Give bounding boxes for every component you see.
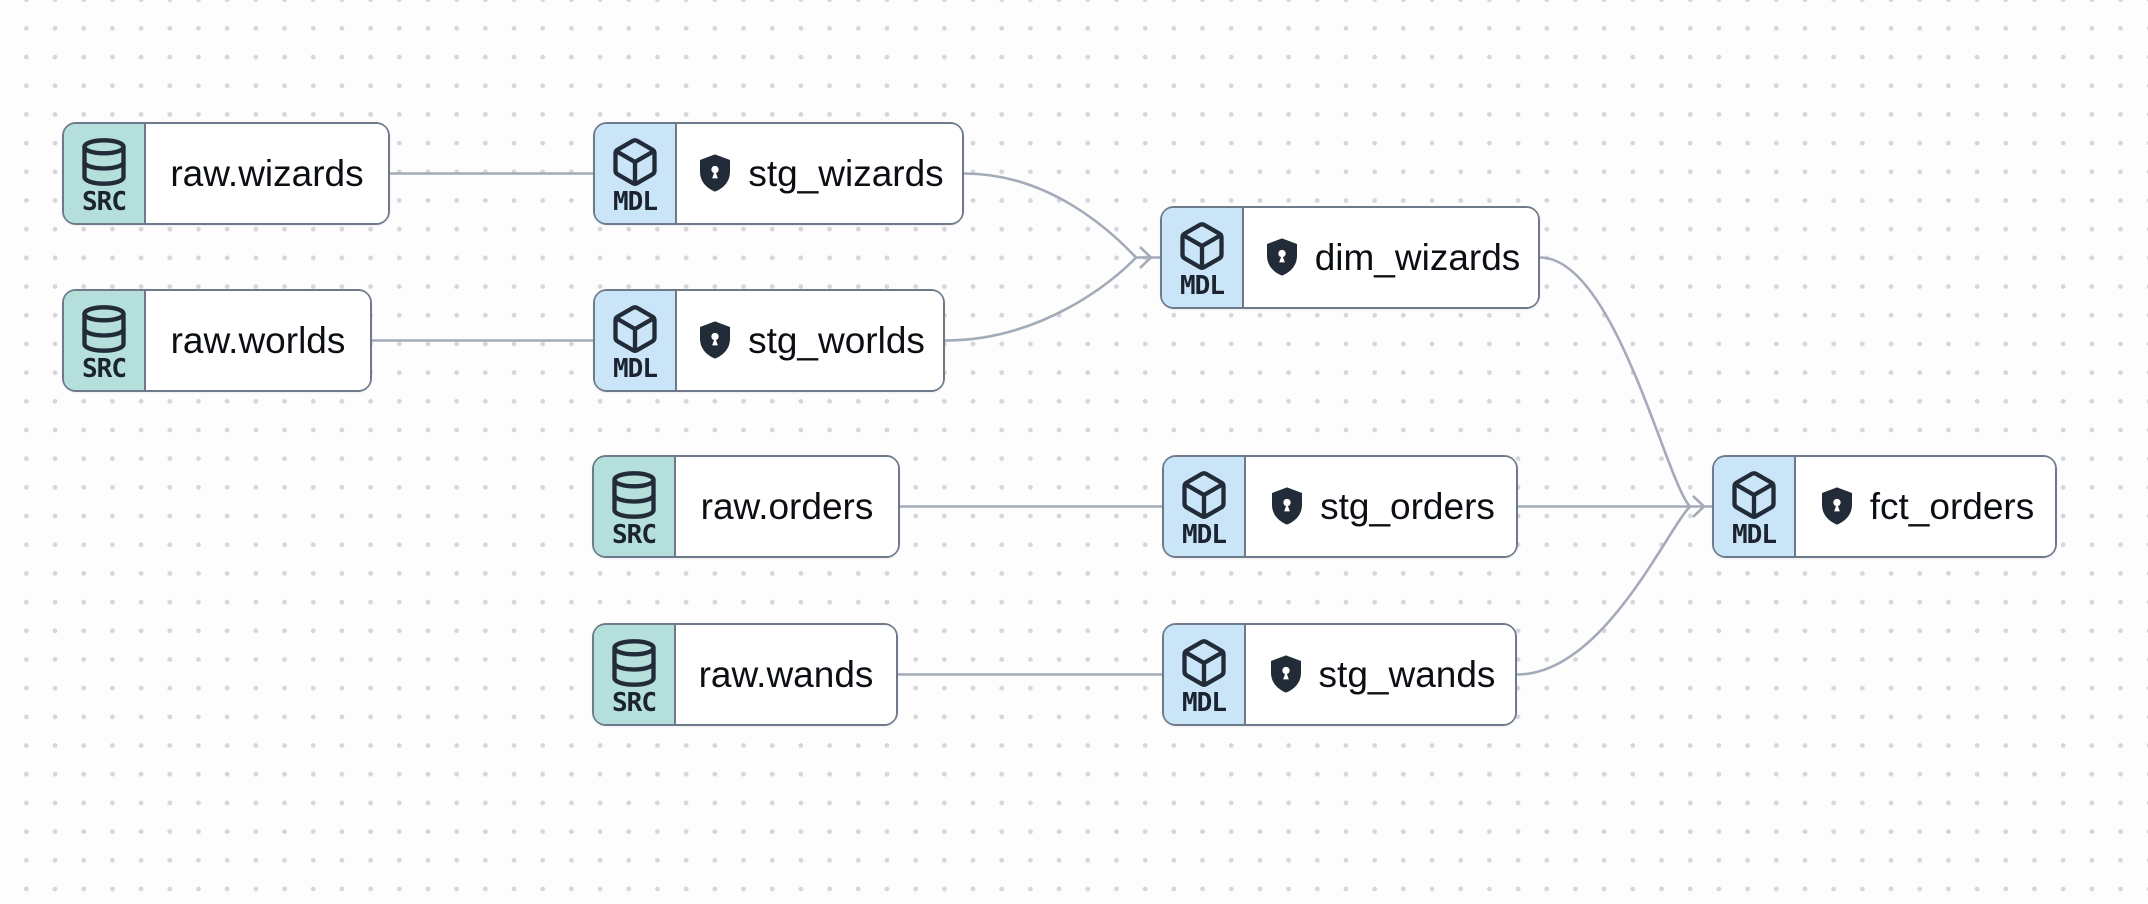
cube-icon [1176,220,1228,272]
node-stg-worlds[interactable]: MDL stg_worlds [593,289,945,392]
node-raw-worlds[interactable]: SRC raw.worlds [62,289,372,392]
badge-label: MDL [1732,520,1777,550]
model-type-badge: MDL [1714,457,1796,556]
node-raw-orders[interactable]: SRC raw.orders [592,455,900,558]
model-type-badge: MDL [1164,625,1246,724]
shield-lock-icon [695,152,735,196]
badge-label: MDL [1180,271,1225,301]
node-label: raw.wands [698,654,874,695]
database-icon [608,469,660,521]
badge-label: SRC [612,520,657,550]
source-type-badge: SRC [64,124,146,223]
node-label: raw.orders [700,486,874,527]
shield-lock-icon [1266,653,1306,697]
cube-icon [1728,469,1780,521]
node-body: stg_wands [1246,625,1515,724]
node-label: raw.worlds [170,320,346,361]
database-icon [608,637,660,689]
badge-label: MDL [613,354,658,384]
model-type-badge: MDL [1164,457,1246,556]
badge-label: MDL [613,187,658,217]
arrowhead-fct-orders [1692,495,1706,518]
cube-icon [609,303,661,355]
badge-label: MDL [1182,520,1227,550]
node-body: raw.orders [676,457,898,556]
node-body: fct_orders [1796,457,2055,556]
node-label: raw.wizards [170,153,364,194]
node-raw-wizards[interactable]: SRC raw.wizards [62,122,390,225]
node-body: raw.wizards [146,124,388,223]
model-type-badge: MDL [1162,208,1244,307]
badge-label: SRC [82,354,127,384]
node-label: stg_orders [1320,486,1495,527]
cube-icon [1178,469,1230,521]
node-body: stg_wizards [677,124,962,223]
cube-icon [1178,637,1230,689]
node-label: stg_wands [1318,654,1496,695]
source-type-badge: SRC [594,625,676,724]
node-fct-orders[interactable]: MDL fct_orders [1712,455,2057,558]
node-body: raw.wands [676,625,896,724]
node-label: fct_orders [1869,486,2035,527]
arrowhead-dim-wizards [1139,246,1153,269]
source-type-badge: SRC [64,291,146,390]
edge-stg-worlds-dim-wizards [944,256,1137,342]
shield-lock-icon [1817,485,1857,529]
cube-icon [609,136,661,188]
edge-stg-wands-fct-orders [1516,505,1691,676]
model-type-badge: MDL [595,291,677,390]
node-body: stg_worlds [677,291,943,390]
shield-lock-icon [1267,485,1307,529]
model-type-badge: MDL [595,124,677,223]
node-dim-wizards[interactable]: MDL dim_wizards [1160,206,1540,309]
node-label: dim_wizards [1314,237,1521,278]
node-body: dim_wizards [1244,208,1538,307]
node-label: stg_wizards [748,153,944,194]
shield-lock-icon [1262,236,1302,280]
badge-label: SRC [612,688,657,718]
node-stg-orders[interactable]: MDL stg_orders [1162,455,1518,558]
node-stg-wands[interactable]: MDL stg_wands [1162,623,1517,726]
database-icon [78,303,130,355]
edge-stg-wizards-dim-wizards [963,172,1137,259]
node-label: stg_worlds [748,320,925,361]
database-icon [78,136,130,188]
badge-label: SRC [82,187,127,217]
edge-dim-wizards-fct-orders [1539,256,1691,508]
node-raw-wands[interactable]: SRC raw.wands [592,623,898,726]
node-body: stg_orders [1246,457,1516,556]
node-stg-wizards[interactable]: MDL stg_wizards [593,122,964,225]
shield-lock-icon [695,319,735,363]
node-body: raw.worlds [146,291,370,390]
badge-label: MDL [1182,688,1227,718]
source-type-badge: SRC [594,457,676,556]
